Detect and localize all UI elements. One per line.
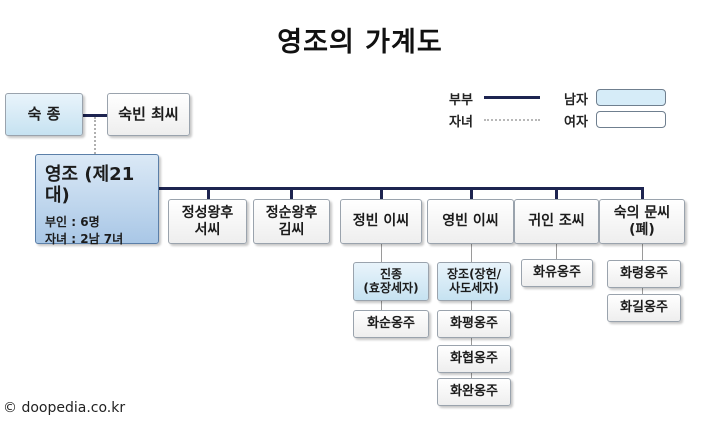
child-hwagil-name: 화길옹주 xyxy=(620,299,668,315)
legend-couple-label: 부부 xyxy=(449,93,473,108)
wife-2-line2: 김씨 xyxy=(278,221,305,238)
child-jangjo-line2: 사도세자) xyxy=(449,280,499,295)
child-jinjong-line2: (효장세자) xyxy=(363,280,419,295)
child-line-sukjong-yeongjo xyxy=(94,117,96,154)
wife-1-line2: 서씨 xyxy=(194,221,221,238)
child-box-hwaryeong: 화령옹주 xyxy=(607,260,681,288)
child-box-jinjong: 진종 (효장세자) xyxy=(353,262,429,301)
wife-box-5: 귀인 조씨 xyxy=(514,199,599,244)
wife-5-line1: 귀인 조씨 xyxy=(528,213,585,230)
child-jinjong-line1: 진종 xyxy=(379,266,403,281)
legend-couple-line xyxy=(484,96,540,99)
wife-box-3: 정빈 이씨 xyxy=(340,199,422,244)
child-box-hwasun: 화순옹주 xyxy=(353,310,429,338)
couple-line-sukjong xyxy=(72,114,108,117)
sukbin-name: 숙빈 최씨 xyxy=(118,104,179,123)
child-hwapyeong-name: 화평옹주 xyxy=(450,315,498,331)
wife-6-line2: (폐) xyxy=(629,221,655,238)
couple-drop-6 xyxy=(641,187,644,199)
yeongjo-wives: 부인 : 6명 xyxy=(45,215,100,230)
sukjong-name: 숙 종 xyxy=(27,104,61,123)
copyright-text: © doopedia.co.kr xyxy=(3,400,126,416)
legend-male-label: 남자 xyxy=(564,93,588,108)
legend-female-swatch xyxy=(596,111,666,128)
wife-4-line1: 영빈 이씨 xyxy=(442,213,499,230)
wife-box-4: 영빈 이씨 xyxy=(427,199,514,244)
child-hwahyeop-name: 화협옹주 xyxy=(450,350,498,366)
legend-child-label: 자녀 xyxy=(449,115,473,130)
wife-6-line1: 숙의 문씨 xyxy=(613,205,671,222)
yeongjo-children: 자녀 : 2남 7녀 xyxy=(45,231,124,246)
yeongjo-box: 영조 (제21대) 부인 : 6명 자녀 : 2남 7녀 xyxy=(35,154,159,246)
couple-line-yeongjo xyxy=(158,187,644,190)
sukbin-box: 숙빈 최씨 xyxy=(107,93,190,136)
child-hwaryeong-name: 화령옹주 xyxy=(620,265,668,281)
wife-2-line1: 정순왕후 xyxy=(265,205,318,222)
wife-box-1: 정성왕후 서씨 xyxy=(168,199,247,244)
child-box-hwagil: 화길옹주 xyxy=(607,294,681,322)
yeongjo-name: 영조 (제21대) xyxy=(45,164,135,206)
couple-drop-5 xyxy=(555,187,558,199)
couple-drop-2 xyxy=(290,187,293,199)
wife-box-6: 숙의 문씨 (폐) xyxy=(599,199,685,244)
child-box-hwahyeop: 화협옹주 xyxy=(437,345,511,373)
child-hwasun-name: 화순옹주 xyxy=(367,315,415,331)
child-hwayu-name: 화유옹주 xyxy=(533,264,581,280)
legend-female-label: 여자 xyxy=(564,115,588,130)
child-box-jangjo: 장조(장헌/ 사도세자) xyxy=(437,262,511,301)
wife-3-line1: 정빈 이씨 xyxy=(352,213,410,230)
child-box-hwapyeong: 화평옹주 xyxy=(437,310,511,338)
child-box-hwawan: 화완옹주 xyxy=(437,378,511,406)
couple-drop-1 xyxy=(207,187,210,199)
legend-male-swatch xyxy=(596,89,666,106)
legend-child-line xyxy=(484,119,540,121)
couple-drop-3 xyxy=(380,187,383,199)
sukjong-box: 숙 종 xyxy=(5,93,83,136)
wife-box-2: 정순왕후 김씨 xyxy=(253,199,330,244)
diagram-title: 영조의 가계도 xyxy=(277,27,443,58)
couple-drop-4 xyxy=(470,187,473,199)
child-hwawan-name: 화완옹주 xyxy=(450,383,498,399)
wife-1-line1: 정성왕후 xyxy=(181,205,234,222)
child-jangjo-line1: 장조(장헌/ xyxy=(446,266,502,281)
child-box-hwayu: 화유옹주 xyxy=(521,259,593,287)
